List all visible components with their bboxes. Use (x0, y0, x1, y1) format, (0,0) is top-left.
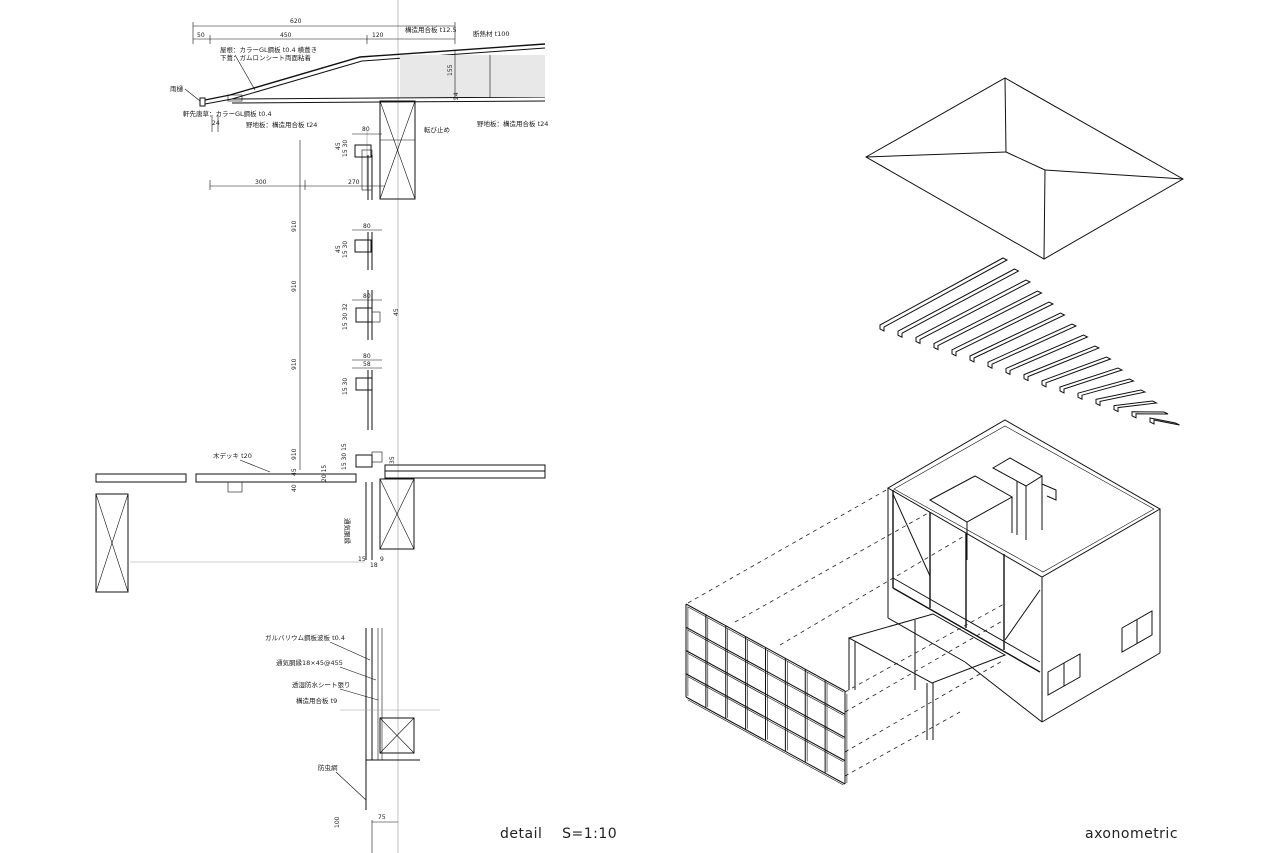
rafter (915, 279, 1032, 345)
rafter (879, 257, 1009, 332)
dim-58: 58 (363, 361, 371, 368)
window-mullion (685, 650, 846, 738)
note-plywood-12: 構造用合板 t12.5 (405, 25, 457, 34)
dim-120: 120 (372, 32, 384, 39)
note-furring: 通気胴縁18×45@455 (276, 658, 343, 667)
rafter (1059, 367, 1124, 394)
dim-15-30-15: 15 30 15 (341, 443, 348, 470)
dim-910c: 910 (291, 358, 298, 370)
dim-15: 15 (358, 556, 366, 563)
rafter (1005, 334, 1089, 376)
floor-deck-section: 木デッキ t20 910 45 40 20 15 15 30 15 35 通気 (95, 443, 546, 593)
dim-910d: 910 (291, 448, 298, 460)
dim-45a: 45 (335, 142, 342, 150)
rafter (1113, 400, 1159, 413)
dim-80d: 80 (363, 353, 371, 360)
mullion-b: 910 80 45 15 30 (291, 140, 382, 470)
dim-80a: 80 (362, 126, 370, 133)
detail-caption: detail S=1:10 (500, 826, 618, 842)
rafter (1023, 345, 1101, 382)
dim-20-15: 20 15 (321, 465, 328, 482)
note-roofing: 屋根：カラーGL鋼板 t0.4 横葺き (220, 45, 317, 54)
dim-24-roof: 24 (453, 92, 460, 100)
window-mullion (685, 696, 846, 785)
note-vertical-furring: 通気胴縁 (343, 518, 352, 545)
dim-24: 24 (212, 120, 220, 127)
dim-15-30a: 15 30 (342, 140, 349, 157)
head-frame: 80 45 15 30 300 270 (209, 126, 385, 200)
rafter (897, 268, 1020, 339)
dim-910b: 910 (291, 280, 298, 292)
window-mullion (685, 673, 846, 762)
note-galvalume: ガルバリウム鋼板波板 t0.4 (265, 633, 345, 642)
dim-45c: 45 (393, 308, 400, 316)
lower-wall-section: 75 100 ガルバリウム鋼板波板 t0.4 通気胴縁18×45@455 透湿防… (265, 628, 440, 853)
window-mullion (685, 626, 846, 715)
rafter (1041, 356, 1112, 388)
roof-section: 155 24 24 (199, 43, 546, 200)
note-insulation: 断熱材 t100 (473, 29, 510, 38)
rafter (1077, 378, 1135, 401)
dim-40: 40 (291, 484, 298, 492)
dim-155: 155 (447, 64, 454, 76)
axo-house-box (847, 419, 1162, 740)
rafter (1131, 411, 1169, 419)
dim-15-30b: 15 30 (342, 241, 349, 258)
axo-projection-lines (687, 488, 1005, 777)
window-mullion (687, 676, 844, 763)
dim-50: 50 (197, 32, 205, 39)
dim-300: 300 (255, 179, 267, 186)
axo-window-wall (685, 603, 848, 786)
dim-80b: 80 (363, 223, 371, 230)
dim-270: 270 (348, 179, 360, 186)
window-mullion (687, 629, 844, 716)
rafter (1149, 417, 1180, 426)
dim-910a: 910 (291, 220, 298, 232)
dim-80c: 80 (363, 293, 371, 300)
note-underlay: 下葺：ガムロンシート両面粘着 (220, 53, 312, 62)
top-dimension-chain: 620 50 450 120 (192, 18, 456, 44)
note-sheathing-a: 野地板：構造用合板 t24 (246, 120, 317, 129)
window-mullion (687, 606, 844, 693)
note-insect-screen: 防虫網 (318, 763, 338, 772)
dim-450: 450 (280, 32, 292, 39)
detail-section: 620 50 450 120 155 24 24 構造用 (95, 0, 548, 853)
axonometric-view (685, 77, 1185, 786)
dim-45d: 45 (291, 468, 298, 476)
axo-roof (864, 77, 1185, 260)
dim-9: 9 (380, 556, 384, 563)
axonometric-caption: axonometric (1085, 826, 1179, 842)
dim-75: 75 (378, 814, 386, 821)
note-plywood-9: 構造用合板 t9 (296, 696, 337, 705)
note-deck: 木デッキ t20 (213, 451, 252, 460)
window-mullion (685, 603, 846, 692)
rafter (933, 290, 1043, 351)
window-mullion (687, 652, 844, 739)
rafter (951, 301, 1055, 357)
dim-35: 35 (389, 456, 396, 464)
note-eave: 軒先唐草：カラーGL鋼板 t0.4 (183, 109, 272, 118)
note-gutter: 雨樋 (170, 84, 184, 93)
rafter (987, 323, 1078, 370)
dim-45b: 45 (335, 245, 342, 253)
mullion-d: 910 80 58 15 30 (291, 353, 382, 430)
rafter (1095, 389, 1147, 407)
window-mullion (687, 699, 844, 786)
note-stopper: 転び止め (424, 125, 450, 134)
mullion-c: 910 80 15 30 32 45 (291, 280, 400, 340)
dim-620: 620 (290, 18, 302, 25)
dim-18: 18 (370, 562, 378, 569)
axo-rafters (879, 257, 1180, 426)
note-sheathing-b: 野地板：構造用合板 t24 (477, 119, 548, 128)
note-membrane: 透湿防水シート張り (292, 680, 351, 689)
dim-100: 100 (334, 816, 341, 828)
rafter (969, 312, 1066, 363)
dim-15-30-32: 15 30 32 (342, 303, 349, 330)
dim-15-30c: 15 30 (342, 378, 349, 395)
